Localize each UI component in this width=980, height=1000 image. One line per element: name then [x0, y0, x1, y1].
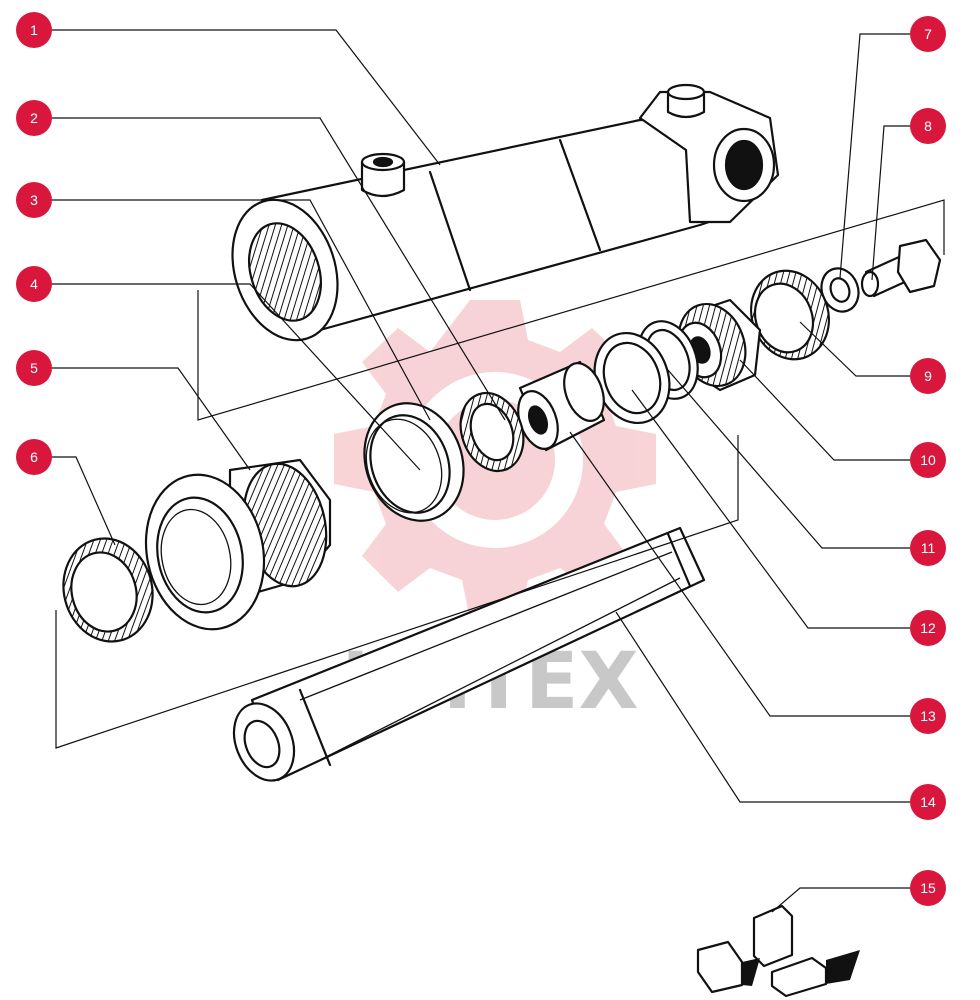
- wiper-ring: [62, 537, 154, 643]
- svg-text:1: 1: [30, 22, 38, 38]
- callout-13: 13: [910, 698, 946, 734]
- svg-text:12: 12: [920, 620, 936, 636]
- svg-text:2: 2: [30, 110, 38, 126]
- bolt: [860, 238, 942, 298]
- svg-text:10: 10: [920, 452, 936, 468]
- guide-ring: [363, 402, 465, 522]
- callout-2: 2: [16, 100, 52, 136]
- callout-7: 7: [910, 16, 946, 52]
- svg-text:6: 6: [30, 449, 38, 465]
- callout-11: 11: [910, 530, 946, 566]
- svg-text:11: 11: [921, 540, 936, 556]
- callout-10: 10: [910, 442, 946, 478]
- svg-text:5: 5: [30, 360, 38, 376]
- washer: [820, 267, 860, 313]
- bushing-ring: [750, 269, 830, 361]
- callout-14: 14: [910, 784, 946, 820]
- piston-rod: [232, 526, 706, 782]
- callout-8: 8: [910, 108, 946, 144]
- cylinder-head: [144, 458, 332, 631]
- svg-text:13: 13: [920, 708, 936, 724]
- piston-ring: [593, 331, 671, 425]
- callout-3: 3: [16, 182, 52, 218]
- cylinder-barrel: [231, 83, 780, 342]
- callout-5: 5: [16, 350, 52, 386]
- assembly-brackets: [55, 199, 945, 749]
- seal-kit-boxes: [696, 904, 860, 998]
- callouts: 1 2 3 4 5 6 7 8: [16, 12, 946, 906]
- svg-text:9: 9: [924, 368, 932, 384]
- spacer-tube: [517, 360, 606, 452]
- svg-text:8: 8: [924, 118, 932, 134]
- leader-lines: [52, 29, 910, 913]
- svg-text:3: 3: [30, 192, 38, 208]
- svg-text:15: 15: [920, 880, 936, 896]
- callout-1: 1: [16, 12, 52, 48]
- callout-12: 12: [910, 610, 946, 646]
- svg-text:7: 7: [924, 26, 932, 42]
- callout-15: 15: [910, 870, 946, 906]
- callout-9: 9: [910, 358, 946, 394]
- svg-text:4: 4: [30, 276, 38, 292]
- svg-text:14: 14: [920, 794, 936, 810]
- callout-6: 6: [16, 439, 52, 475]
- o-ring: [459, 391, 525, 473]
- callout-4: 4: [16, 266, 52, 302]
